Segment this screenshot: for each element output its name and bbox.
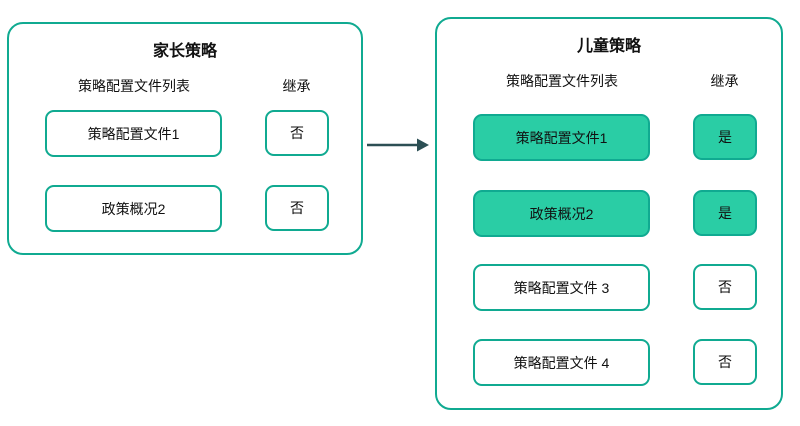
child-policy-row: 政策概况2 是	[437, 190, 781, 237]
child-policy-row: 策略配置文件1 是	[437, 114, 781, 161]
inherit-flag-box: 否	[693, 264, 757, 310]
parent-inherit-column-header: 继承	[282, 78, 311, 94]
profile-box: 策略配置文件1	[45, 110, 222, 157]
parent-policy-panel: 家长策略 策略配置文件列表 继承 策略配置文件1 否 政策概况2 否	[7, 22, 363, 255]
child-policy-row: 策略配置文件 4 否	[437, 339, 781, 386]
inherit-flag-box: 否	[265, 110, 329, 156]
child-profiles-column-header: 策略配置文件列表	[506, 73, 618, 89]
parent-profiles-column-header: 策略配置文件列表	[78, 78, 190, 94]
profile-box: 策略配置文件 3	[473, 264, 650, 311]
profile-box: 政策概况2	[45, 185, 222, 232]
profile-box-inherited: 政策概况2	[473, 190, 650, 237]
parent-policy-row: 政策概况2 否	[9, 185, 361, 232]
child-panel-title: 儿童策略	[576, 38, 641, 55]
profile-box-inherited: 策略配置文件1	[473, 114, 650, 161]
inherit-flag-box: 是	[693, 190, 757, 236]
child-inherit-column-header: 继承	[710, 73, 739, 89]
child-policy-panel: 儿童策略 策略配置文件列表 继承 策略配置文件1 是 政策概况2 是 策略配置文…	[435, 17, 783, 410]
profile-box: 策略配置文件 4	[473, 339, 650, 386]
parent-panel-title: 家长策略	[152, 43, 217, 60]
arrow-right-icon	[367, 138, 429, 152]
inherit-flag-box: 否	[265, 185, 329, 231]
inherit-flag-box: 否	[693, 339, 757, 385]
parent-policy-row: 策略配置文件1 否	[9, 110, 361, 157]
inherit-flag-box: 是	[693, 114, 757, 160]
child-policy-row: 策略配置文件 3 否	[437, 264, 781, 311]
